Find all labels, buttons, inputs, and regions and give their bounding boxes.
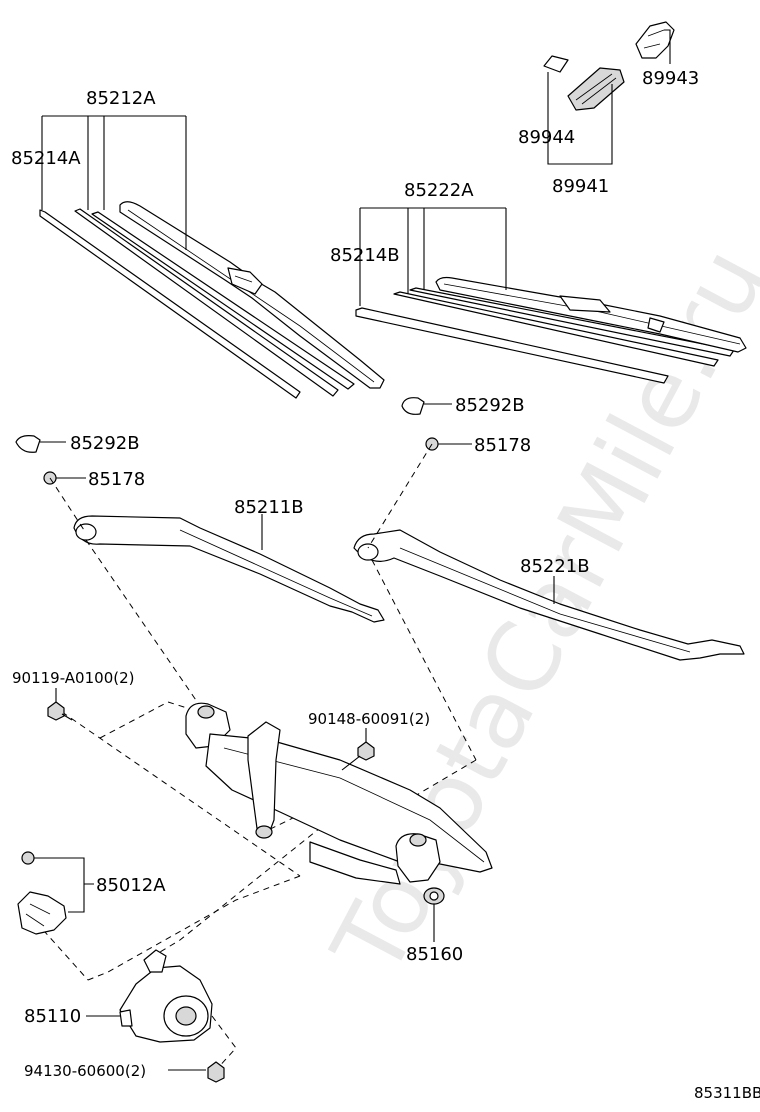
bolt-90119-shank (61, 713, 73, 721)
label-89944: 89944 (518, 127, 575, 148)
clip-89944-pad[interactable] (543, 55, 569, 73)
leader-85222A (359, 207, 507, 306)
label-85214B: 85214B (330, 245, 400, 266)
motor-85110-connector (143, 949, 167, 973)
arm-85211B-pivot (75, 523, 97, 541)
dash-bolt-90119-line-b (99, 701, 201, 739)
label-85178-left: 85178 (88, 469, 145, 490)
bolt-90119-head (47, 701, 65, 721)
leader-85012A (34, 857, 94, 913)
motor-85110-plug (119, 1009, 133, 1027)
label-89941: 89941 (552, 176, 609, 197)
nut-94130[interactable] (207, 1061, 225, 1083)
blade-end-cap-right (647, 317, 665, 333)
dash-motor-link (87, 875, 301, 981)
label-85292B-right: 85292B (455, 395, 525, 416)
linkage-center-ball (255, 825, 273, 839)
label-85160: 85160 (406, 944, 463, 965)
wiper-arm-85211B[interactable] (73, 515, 385, 623)
bracket-85012A-nut (21, 851, 35, 865)
dash-left-arm-to-pivot (85, 539, 201, 707)
blade-body-left-edge (127, 209, 375, 383)
blade-refill-strip-right (355, 307, 669, 384)
linkage-right-pivot (395, 833, 441, 883)
label-85222A: 85222A (404, 180, 474, 201)
label-85214A: 85214A (11, 148, 81, 169)
leader-89941 (547, 72, 613, 165)
bracket-85012A[interactable] (17, 851, 67, 935)
cap-85292B-left-body (15, 435, 41, 453)
nut-94130-body (207, 1061, 225, 1083)
dash-link-to-motor (149, 819, 331, 959)
label-85211B: 85211B (234, 497, 304, 518)
linkage-lower-crank (309, 841, 401, 885)
label-89943: 89943 (642, 68, 699, 89)
wiper-motor-85110[interactable] (119, 949, 213, 1043)
label-90148: 90148-60091(2) (308, 710, 430, 728)
crank-85160-hole (429, 891, 439, 901)
adapter-89941-body (567, 67, 625, 111)
arm-85211B-edge (179, 529, 373, 617)
linkage-center-rod (247, 721, 281, 837)
wiper-linkage-85150[interactable] (185, 702, 493, 885)
arm-85221B-edge (399, 547, 691, 653)
adapter-89941[interactable] (567, 67, 625, 111)
bolt-90148-head (357, 741, 375, 761)
linkage-main-tube-edge (223, 747, 485, 863)
clip-89943-detail (643, 29, 665, 49)
dash-right-nut-to-arm (367, 443, 433, 549)
clip-89943[interactable] (635, 21, 675, 59)
linkage-left-pivot-cap (197, 705, 215, 719)
blade-vertebra-left (91, 211, 355, 390)
dash-right-arm-to-pivot (371, 559, 477, 761)
blade-refill-strip-left (39, 209, 301, 399)
dash-motor-to-nut (211, 1015, 237, 1071)
bolt-90148-shank (341, 755, 361, 771)
dash-right-pivot-link (397, 759, 477, 807)
bolt-90148[interactable] (341, 741, 375, 771)
motor-85110-shaft (175, 1006, 197, 1026)
wiper-blade-left[interactable] (39, 201, 385, 399)
blade-rubber-right (393, 291, 719, 367)
bolt-90119[interactable] (47, 701, 73, 721)
label-85012A: 85012A (96, 875, 166, 896)
label-85178-right: 85178 (474, 435, 531, 456)
bracket-85012A-detail (25, 903, 51, 927)
leader-85212A (41, 115, 187, 250)
label-85110: 85110 (24, 1006, 81, 1027)
cap-85292B-left[interactable] (15, 435, 41, 453)
dash-bolt-90119-line-a (61, 711, 301, 877)
blade-clip-left (227, 267, 263, 295)
clip-89943-body (635, 21, 675, 59)
cap-85292B-right[interactable] (401, 397, 425, 415)
label-85221B: 85221B (520, 556, 590, 577)
label-85212A: 85212A (86, 88, 156, 109)
linkage-right-pivot-cap (409, 833, 427, 847)
wiper-arm-85221B[interactable] (353, 529, 745, 661)
arm-85221B-pivot (357, 543, 379, 561)
blade-clip-left-line (234, 275, 253, 283)
arm-85211B-body (73, 515, 385, 623)
wiper-blade-right[interactable] (355, 276, 747, 384)
adapter-89941-detail (575, 73, 617, 105)
crank-85160[interactable] (423, 887, 445, 905)
cap-85292B-right-body (401, 397, 425, 415)
diagram-code: 85311BB (694, 1084, 760, 1102)
arm-85221B-body (353, 529, 745, 661)
blade-rubber-left (74, 208, 339, 397)
bracket-85012A-body (17, 891, 67, 935)
label-85292B-left: 85292B (70, 433, 140, 454)
leader-89943 (664, 29, 671, 64)
label-94130: 94130-60600(2) (24, 1062, 146, 1080)
blade-clip-right (559, 295, 611, 313)
label-90119: 90119-A0100(2) (12, 669, 134, 687)
pad-89944 (543, 55, 569, 73)
